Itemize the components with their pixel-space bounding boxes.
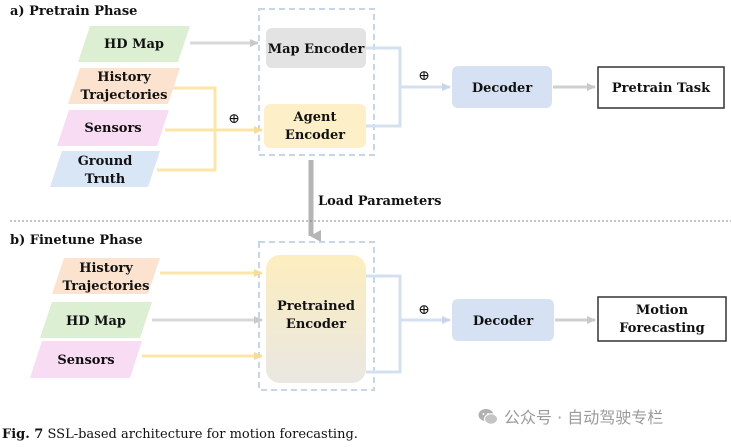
agent-encoder-label-1: Agent xyxy=(293,110,337,125)
ft-history-label-2: Trajectories xyxy=(63,279,150,294)
pretrain-task-label: Pretrain Task xyxy=(612,81,711,96)
agent-encoder-out-connector xyxy=(366,87,402,128)
pretrain-concat-plus-1: ⊕ xyxy=(228,111,240,127)
motion-forecasting-box: Motion Forecasting xyxy=(597,296,727,342)
history-connector xyxy=(172,86,217,130)
input-hdmap-label: HD Map xyxy=(104,37,164,52)
motion-forecasting-label-1: Motion xyxy=(636,303,689,318)
ft-input-history-trajectories: History Trajectories xyxy=(52,258,160,294)
agent-encoder-box: Agent Encoder xyxy=(264,104,366,148)
input-history-label-2: Trajectories xyxy=(81,88,168,103)
pretrained-encoder-label-2: Encoder xyxy=(286,317,346,332)
input-sensors-label: Sensors xyxy=(84,121,141,136)
finetune-decoder-box: Decoder xyxy=(452,299,554,341)
input-ground-truth: Ground Truth xyxy=(50,151,160,187)
map-encoder-box: Map Encoder xyxy=(266,28,366,68)
input-history-trajectories: History Trajectories xyxy=(68,68,180,104)
pretrained-encoder-label-1: Pretrained xyxy=(277,299,355,314)
pretrain-phase-title: a) Pretrain Phase xyxy=(10,4,137,19)
ft-history-label-1: History xyxy=(79,261,133,276)
ft-sensors-label: Sensors xyxy=(57,353,114,368)
finetune-decoder-label: Decoder xyxy=(473,314,533,329)
ft-encoder-out-bottom xyxy=(366,320,402,374)
agent-encoder-label-2: Encoder xyxy=(285,128,345,143)
figure-caption-text: SSL-based architecture for motion foreca… xyxy=(47,427,358,442)
input-truth-label-2: Truth xyxy=(85,172,126,187)
input-hdmap: HD Map xyxy=(78,26,190,62)
pretrained-encoder-box: Pretrained Encoder xyxy=(266,255,366,383)
ft-input-hdmap: HD Map xyxy=(40,302,152,338)
input-history-label-1: History xyxy=(97,70,151,85)
watermark: 公众号 · 自动驾驶专栏 xyxy=(478,404,663,428)
wechat-icon xyxy=(478,409,498,425)
input-sensors: Sensors xyxy=(57,110,169,146)
pretrain-decoder-box: Decoder xyxy=(452,66,552,108)
map-encoder-out-connector xyxy=(366,46,402,87)
figure-caption: Fig. 7 SSL-based architecture for motion… xyxy=(2,427,358,442)
finetune-concat-plus: ⊕ xyxy=(418,302,430,318)
ft-input-sensors: Sensors xyxy=(30,341,142,378)
truth-connector xyxy=(157,130,217,172)
pretrain-task-box: Pretrain Task xyxy=(597,66,725,109)
pretrain-concat-plus-2: ⊕ xyxy=(418,68,430,84)
pretrain-decoder-label: Decoder xyxy=(472,81,532,96)
ft-encoder-out-top xyxy=(366,274,402,320)
figure-caption-label: Fig. 7 xyxy=(2,427,44,442)
watermark-text: 公众号 · 自动驾驶专栏 xyxy=(504,408,664,427)
ft-hdmap-label: HD Map xyxy=(66,314,126,329)
motion-forecasting-label-2: Forecasting xyxy=(619,321,704,336)
load-parameters-label: Load Parameters xyxy=(318,194,441,209)
input-truth-label-1: Ground xyxy=(78,154,133,169)
finetune-phase-title: b) Finetune Phase xyxy=(10,233,143,248)
map-encoder-label: Map Encoder xyxy=(268,42,365,57)
